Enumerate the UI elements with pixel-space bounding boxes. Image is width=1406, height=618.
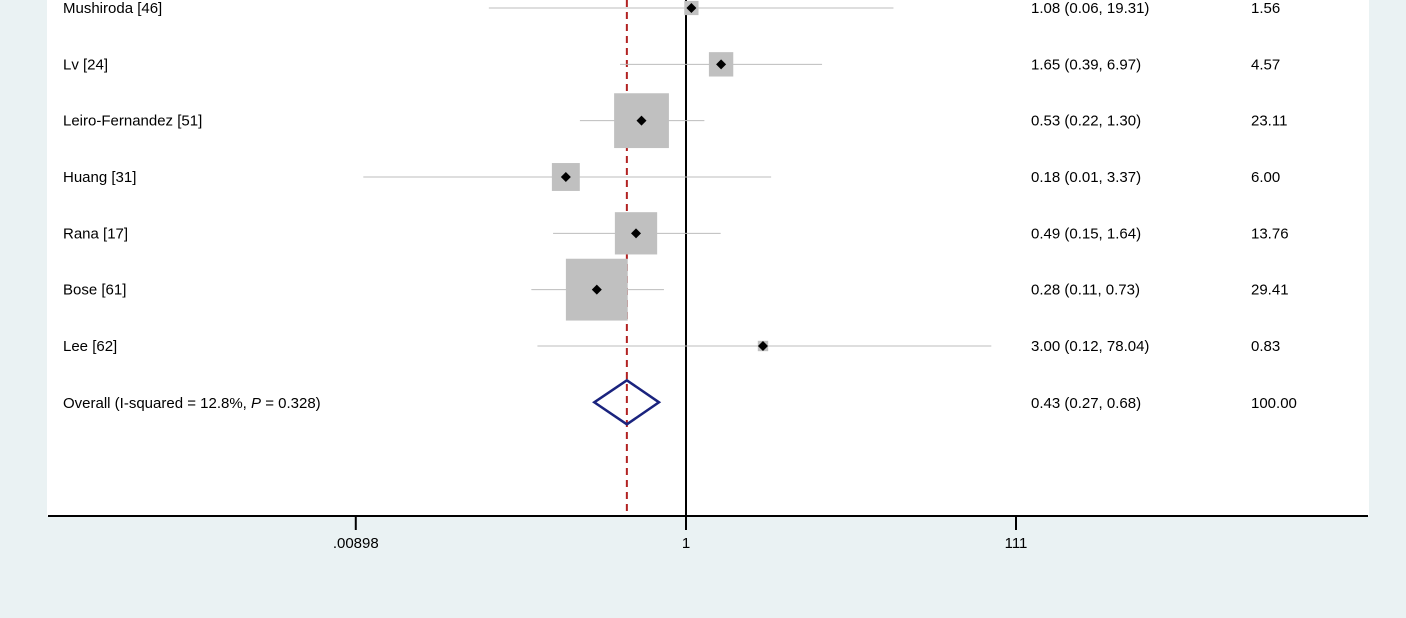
study-row: Rana [17] 0.49 (0.15, 1.64) 13.76 xyxy=(63,212,1289,255)
overall-label-p: P xyxy=(251,395,261,412)
study-label: Bose [61] xyxy=(63,282,126,299)
x-tick-label: 1 xyxy=(682,535,690,552)
overall-weight-text: 100.00 xyxy=(1251,395,1297,412)
study-point-estimate xyxy=(631,228,642,239)
overall-diamond xyxy=(592,378,662,426)
study-ci-text: 0.53 (0.22, 1.30) xyxy=(1031,113,1141,130)
study-label: Rana [17] xyxy=(63,225,128,242)
x-tick-label: .00898 xyxy=(333,535,379,552)
study-ci-text: 1.08 (0.06, 19.31) xyxy=(1031,0,1149,17)
study-label: Huang [31] xyxy=(63,169,136,186)
overall-row: Overall (I-squared = 12.8%, P = 0.328) 0… xyxy=(63,378,1297,426)
study-row: Mushiroda [46] 1.08 (0.06, 19.31) 1.56 xyxy=(63,0,1280,17)
study-weight-text: 23.11 xyxy=(1251,113,1287,130)
study-ci-text: 3.00 (0.12, 78.04) xyxy=(1031,338,1149,355)
overall-label: Overall (I-squared = 12.8%, P = 0.328) xyxy=(63,395,321,412)
study-ci-text: 1.65 (0.39, 6.97) xyxy=(1031,56,1141,73)
study-row: Bose [61] 0.28 (0.11, 0.73) 29.41 xyxy=(63,258,1289,321)
study-point-estimate xyxy=(560,171,571,182)
study-label: Lv [24] xyxy=(63,56,108,73)
study-weight-text: 0.83 xyxy=(1251,338,1280,355)
study-row: Lv [24] 1.65 (0.39, 6.97) 4.57 xyxy=(63,52,1280,77)
study-weight-text: 13.76 xyxy=(1251,225,1289,242)
study-point-estimate xyxy=(716,59,727,70)
x-tick-label: 111 xyxy=(1005,535,1028,552)
study-weight-text: 6.00 xyxy=(1251,169,1280,186)
study-weight-text: 4.57 xyxy=(1251,56,1280,73)
study-point-estimate xyxy=(686,3,697,13)
study-point-estimate xyxy=(591,284,602,295)
study-label: Leiro-Fernandez [51] xyxy=(63,113,202,130)
study-row: Leiro-Fernandez [51] 0.53 (0.22, 1.30) 23.… xyxy=(63,93,1287,149)
overall-label-prefix: Overall (I-squared = 12.8%, xyxy=(63,395,251,412)
study-point-estimate xyxy=(636,115,647,126)
study-row: Huang [31] 0.18 (0.01, 3.37) 6.00 xyxy=(63,163,1280,191)
study-rows: Mushiroda [46] 1.08 (0.06, 19.31) 1.56 Lv [… xyxy=(63,0,1289,355)
study-ci-text: 0.49 (0.15, 1.64) xyxy=(1031,225,1141,242)
study-label: Mushiroda [46] xyxy=(63,0,162,17)
study-ci-text: 0.28 (0.11, 0.73) xyxy=(1031,282,1140,299)
overall-label-suffix: = 0.328) xyxy=(261,395,321,412)
study-row: Lee [62] 3.00 (0.12, 78.04) 0.83 xyxy=(63,338,1280,355)
study-label: Lee [62] xyxy=(63,338,117,355)
study-ci-text: 0.18 (0.01, 3.37) xyxy=(1031,169,1141,186)
study-weight-text: 1.56 xyxy=(1251,0,1280,17)
overall-ci-text: 0.43 (0.27, 0.68) xyxy=(1031,395,1141,412)
plot-panel xyxy=(47,0,1369,516)
study-point-estimate xyxy=(757,340,768,351)
study-weight-text: 29.41 xyxy=(1251,282,1289,299)
